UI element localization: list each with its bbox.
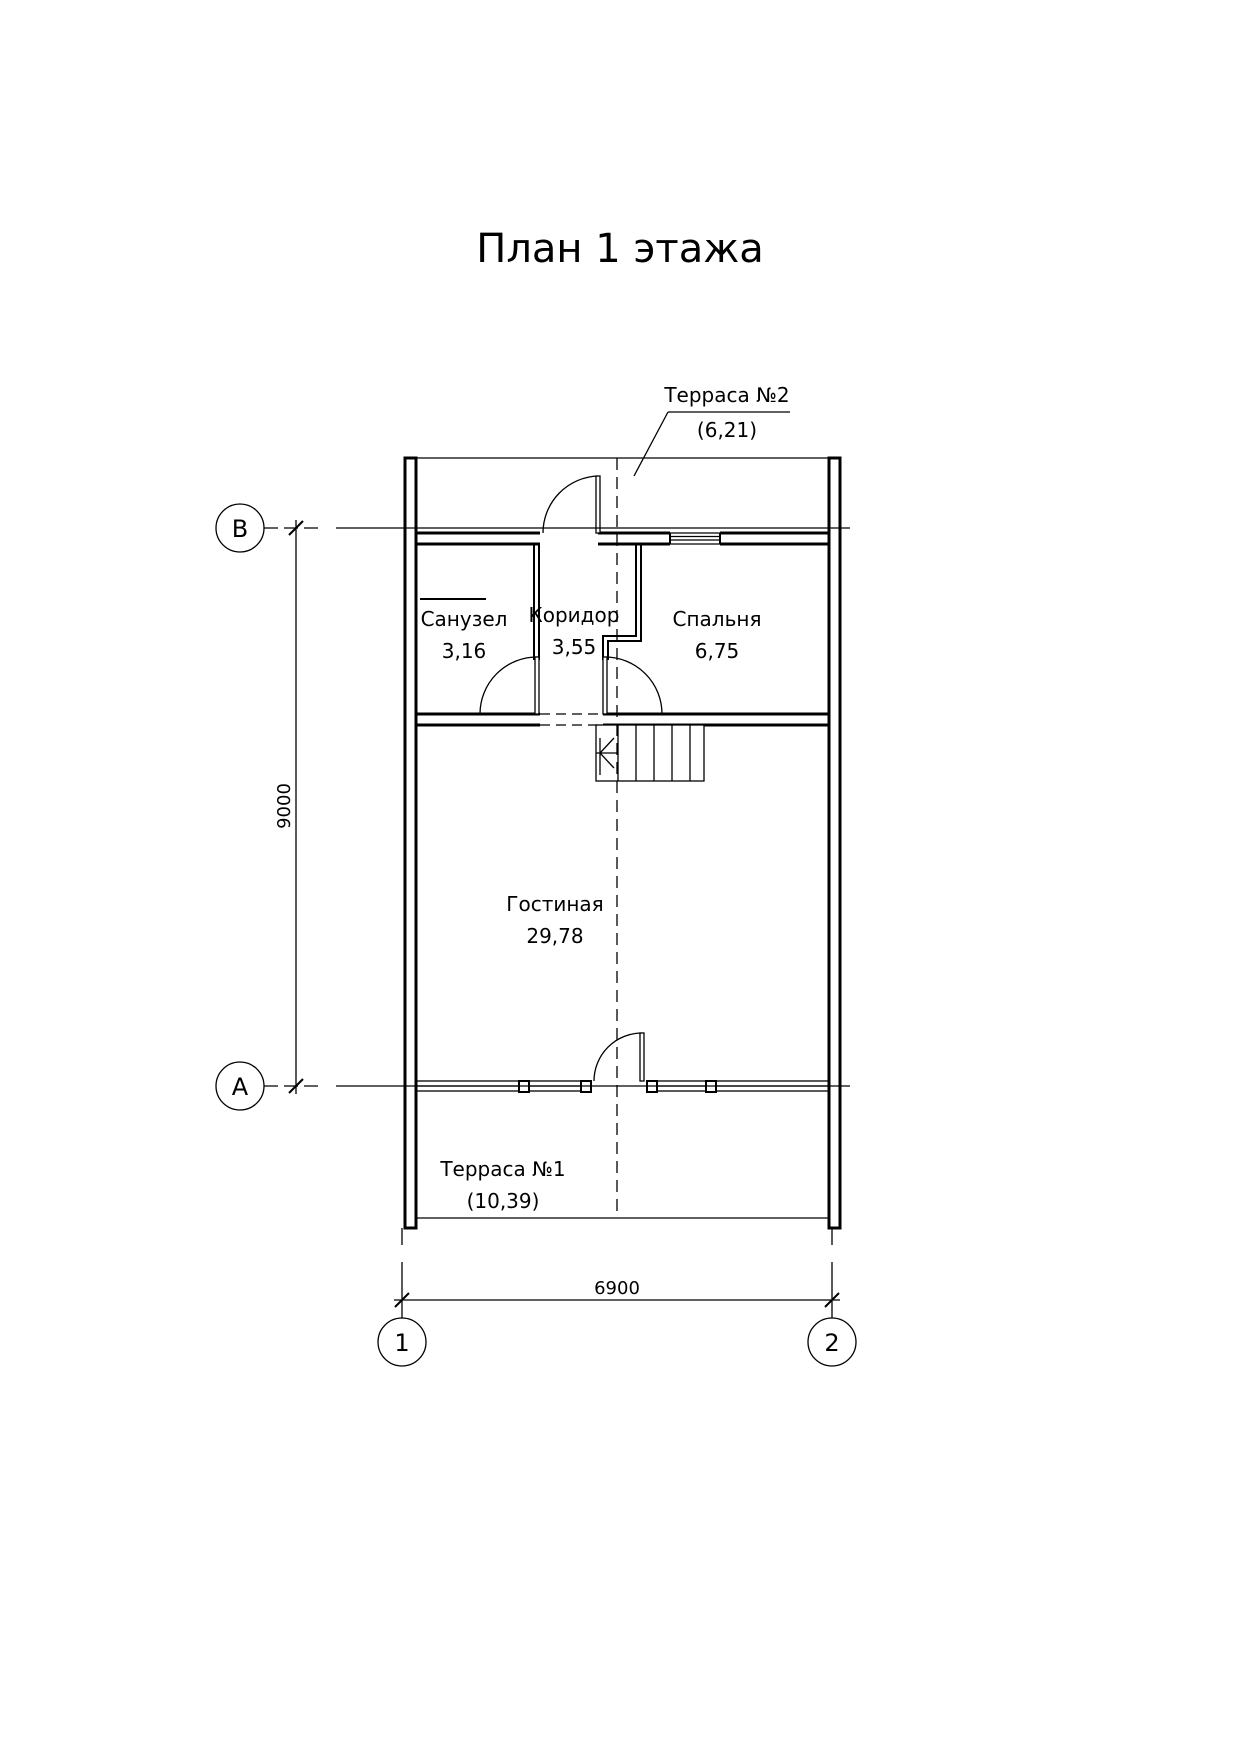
terrace2-name: Терраса №2 bbox=[663, 383, 789, 407]
plan-title: План 1 этажа bbox=[476, 226, 764, 272]
svg-text:2: 2 bbox=[824, 1329, 839, 1357]
axis-marker-a: А bbox=[215, 1061, 265, 1111]
bedroom-area: 6,75 bbox=[695, 639, 740, 663]
partition-bedroom bbox=[602, 544, 642, 660]
door-bedroom bbox=[602, 656, 663, 715]
stairs bbox=[595, 724, 705, 782]
axis-marker-1: 1 bbox=[377, 1317, 427, 1367]
terrace2-leader bbox=[633, 411, 790, 477]
living-area: 29,78 bbox=[526, 924, 583, 948]
corridor-name: Коридор bbox=[529, 603, 620, 627]
corridor-area: 3,55 bbox=[552, 635, 597, 659]
terrace2-area: (6,21) bbox=[697, 418, 757, 442]
svg-text:А: А bbox=[232, 1073, 249, 1101]
dimension-vertical-value: 9000 bbox=[274, 783, 295, 829]
door-bathroom bbox=[479, 656, 540, 715]
svg-text:1: 1 bbox=[394, 1329, 409, 1357]
wall-interior-middle bbox=[416, 712, 829, 727]
door-terrace2 bbox=[542, 475, 601, 534]
bathroom-area: 3,16 bbox=[442, 639, 487, 663]
partition-bathroom bbox=[533, 544, 540, 660]
terrace1-area: (10,39) bbox=[467, 1189, 540, 1213]
door-entrance bbox=[593, 1032, 645, 1082]
bathroom-name: Санузел bbox=[421, 607, 508, 631]
outer-walls bbox=[403, 456, 842, 1230]
dimension-vertical: 9000 bbox=[274, 520, 304, 1094]
terrace1-name: Терраса №1 bbox=[439, 1157, 565, 1181]
dimension-horizontal-value: 6900 bbox=[594, 1278, 640, 1299]
axis-lines bbox=[264, 527, 850, 1318]
wall-axis-b bbox=[416, 531, 829, 546]
bedroom-name: Спальня bbox=[673, 607, 762, 631]
dimension-horizontal: 6900 bbox=[394, 1278, 840, 1308]
living-name: Гостиная bbox=[506, 892, 603, 916]
svg-text:В: В bbox=[232, 515, 248, 543]
axis-marker-b: В bbox=[215, 503, 265, 553]
axis-marker-2: 2 bbox=[807, 1317, 857, 1367]
